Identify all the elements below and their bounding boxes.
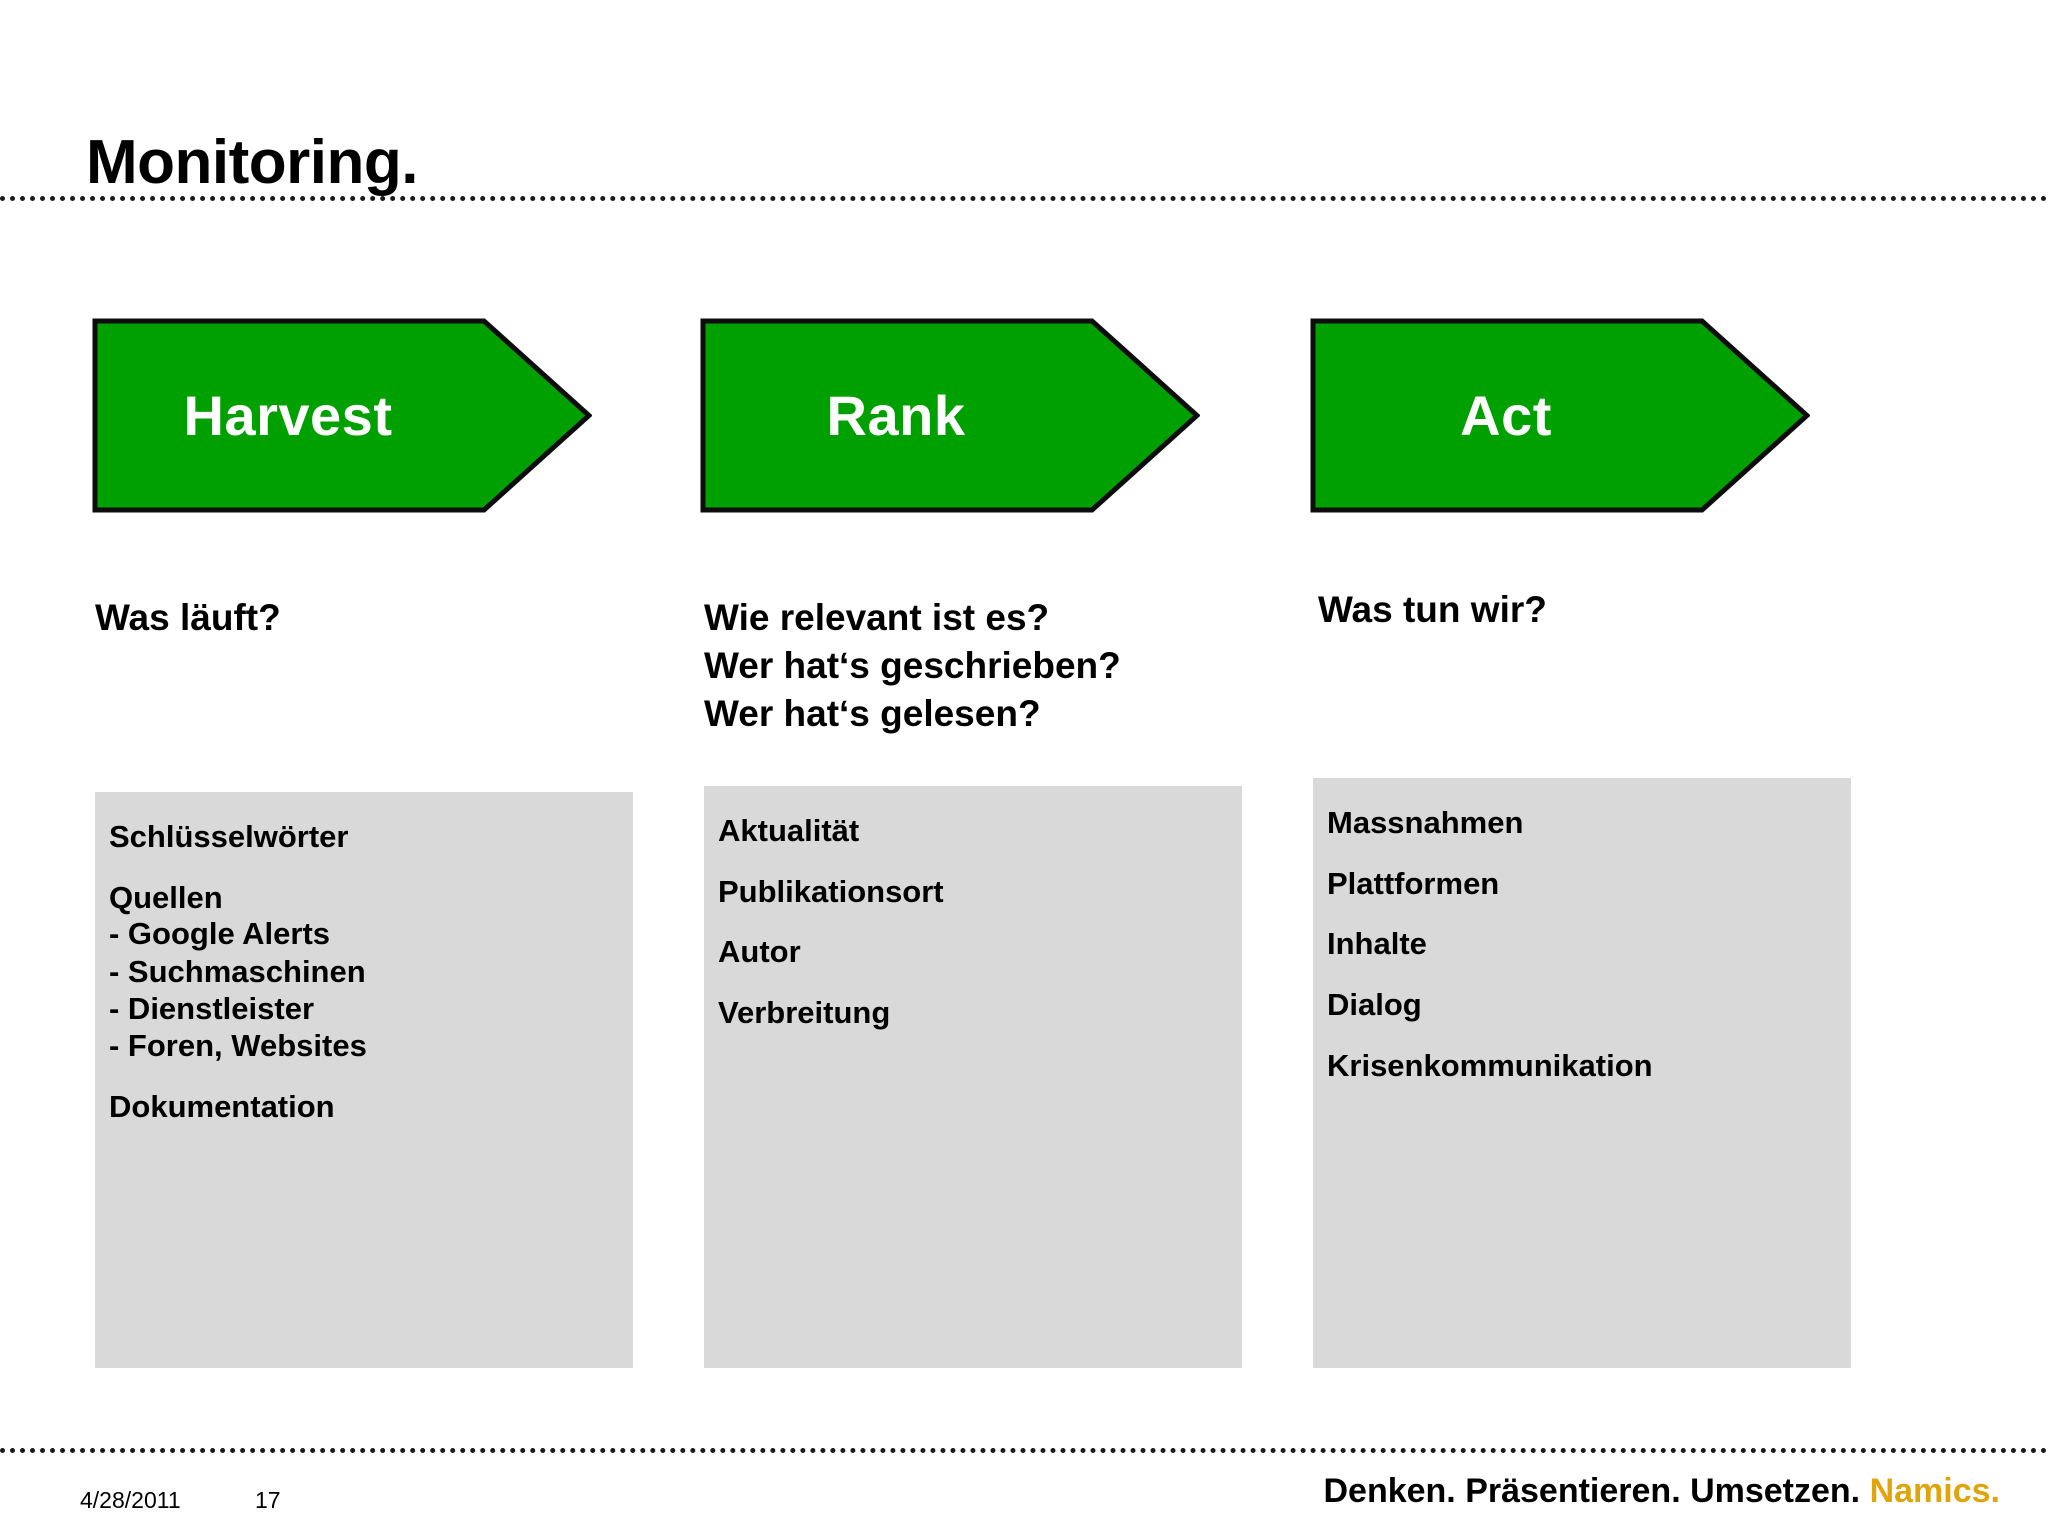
panel-harvest: Schlüsselwörter Quellen - Google Alerts …: [95, 792, 633, 1368]
panel-item: Publikationsort: [718, 873, 944, 909]
page-title: Monitoring.: [86, 128, 418, 197]
footer-page-number: 17: [255, 1487, 281, 1513]
panel-item: Autor: [718, 934, 801, 970]
panel-rank: Aktualität Publikationsort Autor Verbrei…: [704, 786, 1242, 1368]
list-item: - Google Alerts: [109, 916, 331, 952]
panel-item: Massnahmen: [1327, 805, 1524, 840]
header-divider: [0, 196, 2048, 201]
panel-item: Quellen: [109, 879, 223, 915]
panel-item: Krisenkommunikation: [1327, 1047, 1653, 1083]
chevron-shape-act[interactable]: Act: [1310, 318, 1810, 513]
chevron-shape-rank[interactable]: Rank: [700, 318, 1200, 513]
footer-tagline: Denken. Präsentieren. Umsetzen. Namics.: [1323, 1472, 2000, 1511]
panel-sublist: - Google Alerts - Suchmaschinen - Dienst…: [109, 915, 633, 1064]
spacer: [109, 1064, 633, 1090]
panel-item: Verbreitung: [718, 995, 891, 1031]
panel-act: Massnahmen Plattformen Inhalte Dialog Kr…: [1313, 778, 1851, 1368]
list-item: - Suchmaschinen: [109, 953, 366, 989]
question-rank: Wie relevant ist es? Wer hat‘s geschrieb…: [704, 597, 1121, 735]
panel-item: Schlüsselwörter: [109, 819, 349, 854]
panel-item: Dialog: [1327, 987, 1422, 1023]
footer-divider: [0, 1448, 2048, 1453]
footer-date: 4/28/2011: [80, 1487, 181, 1513]
list-item: - Foren, Websites: [109, 1028, 367, 1063]
chevron-arrow-icon: [700, 318, 1200, 513]
list-item: - Dienstleister: [109, 990, 315, 1026]
footer-brand-name: Namics.: [1860, 1472, 2000, 1510]
chevron-shape-harvest[interactable]: Harvest: [92, 318, 592, 513]
panel-item: Plattformen: [1327, 865, 1500, 901]
chevron-arrow-icon: [1310, 318, 1810, 513]
panel-item: Aktualität: [718, 813, 860, 848]
chevron-arrow-icon: [92, 318, 592, 513]
panel-item: Inhalte: [1327, 926, 1427, 962]
panel-item: Dokumentation: [109, 1089, 335, 1125]
question-harvest: Was läuft?: [95, 597, 281, 638]
footer-tagline-text: Denken. Präsentieren. Umsetzen.: [1323, 1472, 1861, 1510]
question-act: Was tun wir?: [1318, 589, 1547, 630]
